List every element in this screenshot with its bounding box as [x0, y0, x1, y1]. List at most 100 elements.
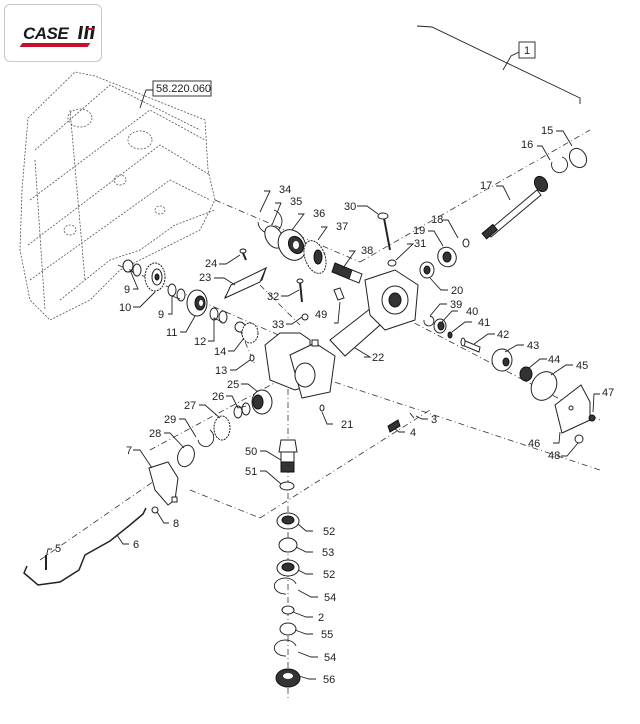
callout-25[interactable]: 25: [227, 379, 239, 391]
callout-27[interactable]: 27: [184, 400, 196, 412]
part-30-bolt[interactable]: [377, 212, 391, 251]
callout-22[interactable]: 22: [372, 352, 384, 364]
part-25-bearing[interactable]: [251, 389, 273, 415]
callout-36[interactable]: 36: [313, 208, 325, 220]
callout-44[interactable]: 44: [548, 354, 560, 366]
part-40-bearing[interactable]: [433, 318, 447, 334]
part-42-shaft[interactable]: [460, 337, 481, 353]
callout-5[interactable]: 5: [55, 543, 61, 555]
callout-33[interactable]: 33: [272, 319, 284, 331]
part-22-gearbox-housing[interactable]: [264, 269, 419, 399]
part-10-sprocket[interactable]: [144, 262, 166, 292]
callout-29[interactable]: 29: [164, 414, 176, 426]
callout-20[interactable]: 20: [451, 285, 463, 297]
part-38-splined-shaft[interactable]: [331, 262, 363, 284]
callout-50[interactable]: 50: [245, 446, 257, 458]
callout-24[interactable]: 24: [205, 258, 217, 270]
part-18-ring[interactable]: [462, 238, 470, 248]
callout-54-a[interactable]: 54: [324, 592, 336, 604]
callout-14[interactable]: 14: [214, 346, 226, 358]
callout-28[interactable]: 28: [149, 428, 161, 440]
callout-52-a[interactable]: 52: [323, 526, 335, 538]
part-9-washer-2[interactable]: [167, 283, 177, 297]
part-17-shaft[interactable]: [481, 174, 550, 240]
part-32-bolt[interactable]: [296, 278, 304, 303]
part-6-rod[interactable]: [23, 507, 147, 586]
part-3-pin[interactable]: [409, 412, 415, 419]
callout-37[interactable]: 37: [336, 221, 348, 233]
part-36-bearing[interactable]: [273, 225, 312, 266]
part-7-shield[interactable]: [148, 461, 179, 506]
part-33-washer[interactable]: [301, 313, 309, 321]
callout-45[interactable]: 45: [576, 360, 588, 372]
callout-54-b[interactable]: 54: [324, 652, 336, 664]
callout-16[interactable]: 16: [521, 139, 533, 151]
part-51-washer[interactable]: [279, 481, 295, 491]
callout-43[interactable]: 43: [527, 340, 539, 352]
callout-42[interactable]: 42: [497, 329, 509, 341]
callout-41[interactable]: 41: [478, 317, 490, 329]
callout-56[interactable]: 56: [323, 674, 335, 686]
callout-30[interactable]: 30: [344, 201, 356, 213]
callout-18[interactable]: 18: [431, 214, 443, 226]
part-49-pin[interactable]: [333, 287, 345, 301]
callout-26[interactable]: 26: [212, 391, 224, 403]
callout-17[interactable]: 17: [480, 180, 492, 192]
part-44-bushing[interactable]: [519, 366, 533, 382]
callout-2[interactable]: 2: [318, 612, 324, 624]
part-43-roller[interactable]: [491, 348, 513, 372]
part-28-ring[interactable]: [175, 443, 198, 469]
part-24-bolt[interactable]: [239, 248, 247, 261]
part-53-spacer[interactable]: [278, 537, 298, 553]
callout-52-b[interactable]: 52: [323, 569, 335, 581]
callout-9-a[interactable]: 9: [124, 284, 130, 296]
part-2-ring[interactable]: [281, 605, 295, 615]
callout-19[interactable]: 19: [413, 225, 425, 237]
callout-53[interactable]: 53: [322, 547, 334, 559]
part-56-seal[interactable]: [275, 668, 301, 688]
callout-3[interactable]: 3: [431, 414, 437, 426]
cross-reference[interactable]: 58.220.060: [139, 80, 212, 109]
callout-21[interactable]: 21: [341, 419, 353, 431]
cross-ref-label[interactable]: 58.220.060: [156, 83, 211, 95]
part-41-spacer[interactable]: [447, 331, 453, 339]
callout-12[interactable]: 12: [194, 336, 206, 348]
callout-6[interactable]: 6: [133, 539, 139, 551]
callout-9-b[interactable]: 9: [158, 309, 164, 321]
part-16-snap-ring[interactable]: [551, 156, 568, 174]
callout-35[interactable]: 35: [290, 196, 302, 208]
callout-11[interactable]: 11: [166, 327, 177, 339]
callout-13[interactable]: 13: [215, 365, 227, 377]
part-11-bearing[interactable]: [186, 289, 208, 317]
part-21-plug[interactable]: [319, 404, 325, 412]
callout-15[interactable]: 15: [541, 125, 553, 137]
part-13-plug[interactable]: [249, 354, 255, 362]
part-31-washer[interactable]: [387, 259, 397, 267]
callout-46[interactable]: 46: [528, 438, 540, 450]
part-15-cap[interactable]: [566, 145, 590, 170]
part-4-spring[interactable]: [387, 419, 401, 433]
callout-34[interactable]: 34: [279, 184, 291, 196]
part-54-snap-ring-2[interactable]: [273, 639, 297, 657]
part-8-bolt[interactable]: [151, 506, 159, 514]
part-55-spacer[interactable]: [279, 622, 297, 636]
callout-38[interactable]: 38: [361, 245, 373, 257]
cross-ref-box[interactable]: [152, 80, 212, 97]
callout-31[interactable]: 31: [414, 238, 426, 250]
part-27-gear[interactable]: [213, 415, 231, 441]
callout-49[interactable]: 49: [315, 309, 327, 321]
callout-51[interactable]: 51: [245, 466, 257, 478]
part-48-washer[interactable]: [574, 434, 584, 444]
part-54-snap-ring[interactable]: [273, 577, 297, 595]
part-9-washer[interactable]: [122, 259, 134, 273]
callout-55[interactable]: 55: [321, 629, 333, 641]
part-45-o-ring[interactable]: [526, 367, 562, 405]
part-14-pinion[interactable]: [234, 321, 259, 344]
callout-23[interactable]: 23: [199, 272, 211, 284]
callout-40[interactable]: 40: [466, 306, 478, 318]
part-46-end-cover[interactable]: [554, 384, 591, 434]
callout-8[interactable]: 8: [173, 518, 179, 530]
part-37-bevel-gear[interactable]: [300, 238, 330, 277]
callout-47[interactable]: 47: [602, 387, 614, 399]
part-47-nut[interactable]: [588, 414, 596, 422]
